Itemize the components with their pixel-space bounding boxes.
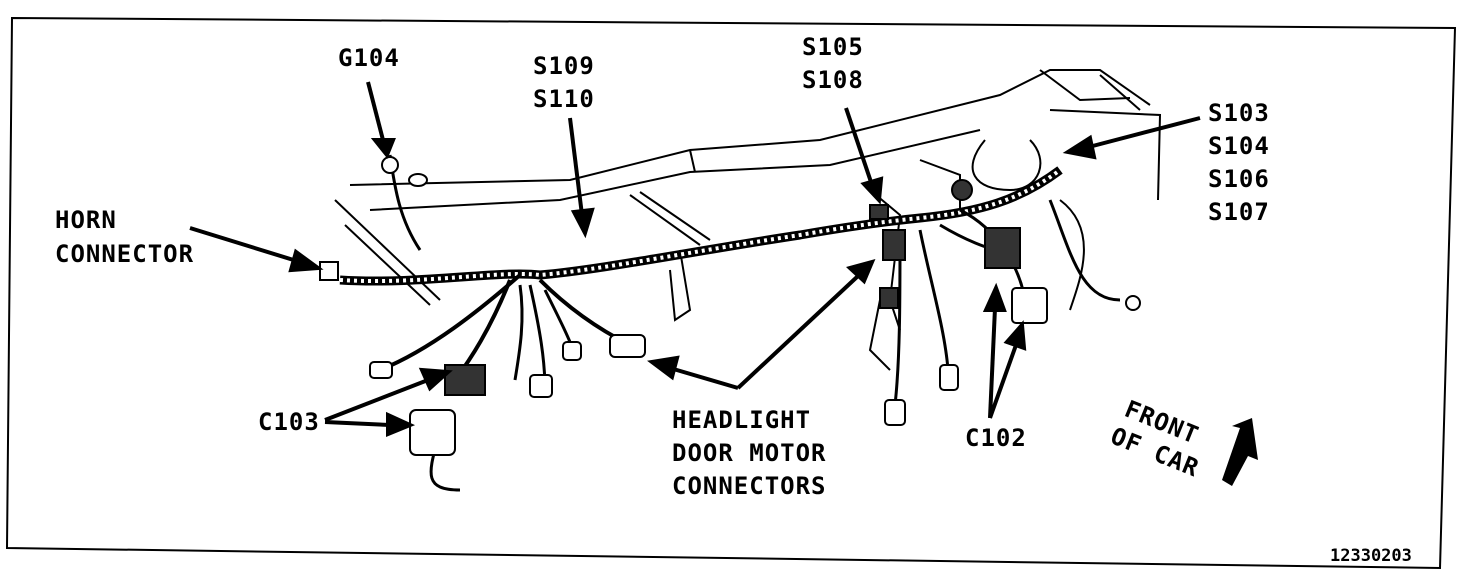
label-s103: S103 <box>1208 99 1270 127</box>
label-s109: S109 <box>533 52 595 80</box>
leader-arrows <box>189 81 1201 437</box>
label-s106: S106 <box>1208 165 1270 193</box>
label-door-motor: DOOR MOTOR <box>672 439 827 467</box>
label-s108: S108 <box>802 66 864 94</box>
diagram-border <box>5 16 1457 570</box>
horn-connector-shape <box>319 261 339 281</box>
label-connectors: CONNECTORS <box>672 472 827 500</box>
label-s105: S105 <box>802 33 864 61</box>
front-of-car-arrow <box>1222 418 1258 486</box>
label-s110: S110 <box>533 85 595 113</box>
figure-number: 12330203 <box>1330 546 1412 566</box>
label-horn-connector: CONNECTOR <box>55 240 195 268</box>
label-c102: C102 <box>965 424 1027 452</box>
label-g104: G104 <box>338 44 400 72</box>
label-s107: S107 <box>1208 198 1270 226</box>
radiator-support <box>334 69 1162 371</box>
label-c103: C103 <box>258 408 320 436</box>
label-headlight: HEADLIGHT <box>672 406 812 434</box>
label-s104: S104 <box>1208 132 1270 160</box>
connectors <box>319 156 1141 456</box>
label-horn: HORN <box>55 206 117 234</box>
